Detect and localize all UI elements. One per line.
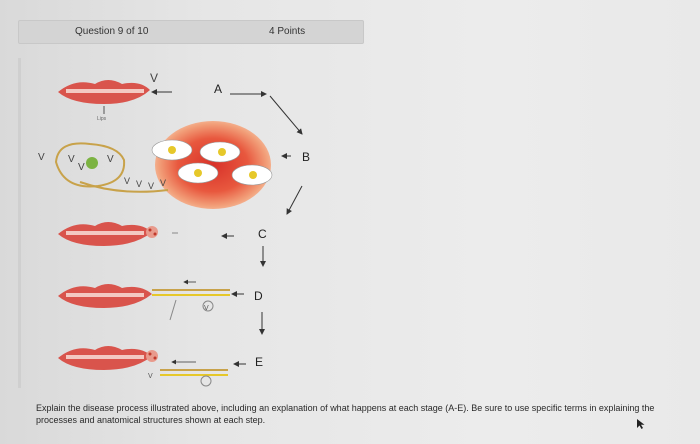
stage-label-c: C: [258, 227, 267, 241]
question-points: 4 Points: [269, 26, 306, 37]
stage-label-a: A: [214, 82, 222, 96]
svg-text:V: V: [150, 71, 158, 85]
lips-stage-d: V: [58, 279, 244, 321]
svg-text:V: V: [107, 154, 114, 165]
svg-text:V: V: [38, 152, 45, 163]
svg-text:V: V: [124, 176, 130, 186]
stage-label-e: E: [255, 355, 263, 369]
question-number: Question 9 of 10: [75, 26, 149, 37]
lips-stage-c: [58, 222, 234, 246]
mouse-cursor-icon: [637, 419, 645, 429]
question-header-bar: Question 9 of 10 4 Points: [18, 20, 364, 44]
svg-text:V: V: [148, 373, 153, 380]
svg-text:V: V: [78, 162, 85, 173]
infected-tissue-stage-b: V V V V V V V V: [38, 121, 291, 209]
svg-text:V: V: [68, 154, 75, 165]
lips-caption: Lips: [97, 116, 107, 122]
svg-text:V: V: [204, 305, 209, 312]
content-left-rule: [18, 58, 21, 388]
stage-label-d: D: [254, 289, 263, 303]
lips-stage-e: V: [58, 346, 246, 387]
stage-label-b: B: [302, 150, 310, 164]
svg-text:V: V: [160, 178, 166, 188]
svg-text:V: V: [136, 179, 142, 189]
question-prompt: Explain the disease process illustrated …: [36, 403, 655, 425]
lips-stage-a: V Lips: [58, 71, 172, 122]
svg-text:V: V: [148, 181, 154, 191]
